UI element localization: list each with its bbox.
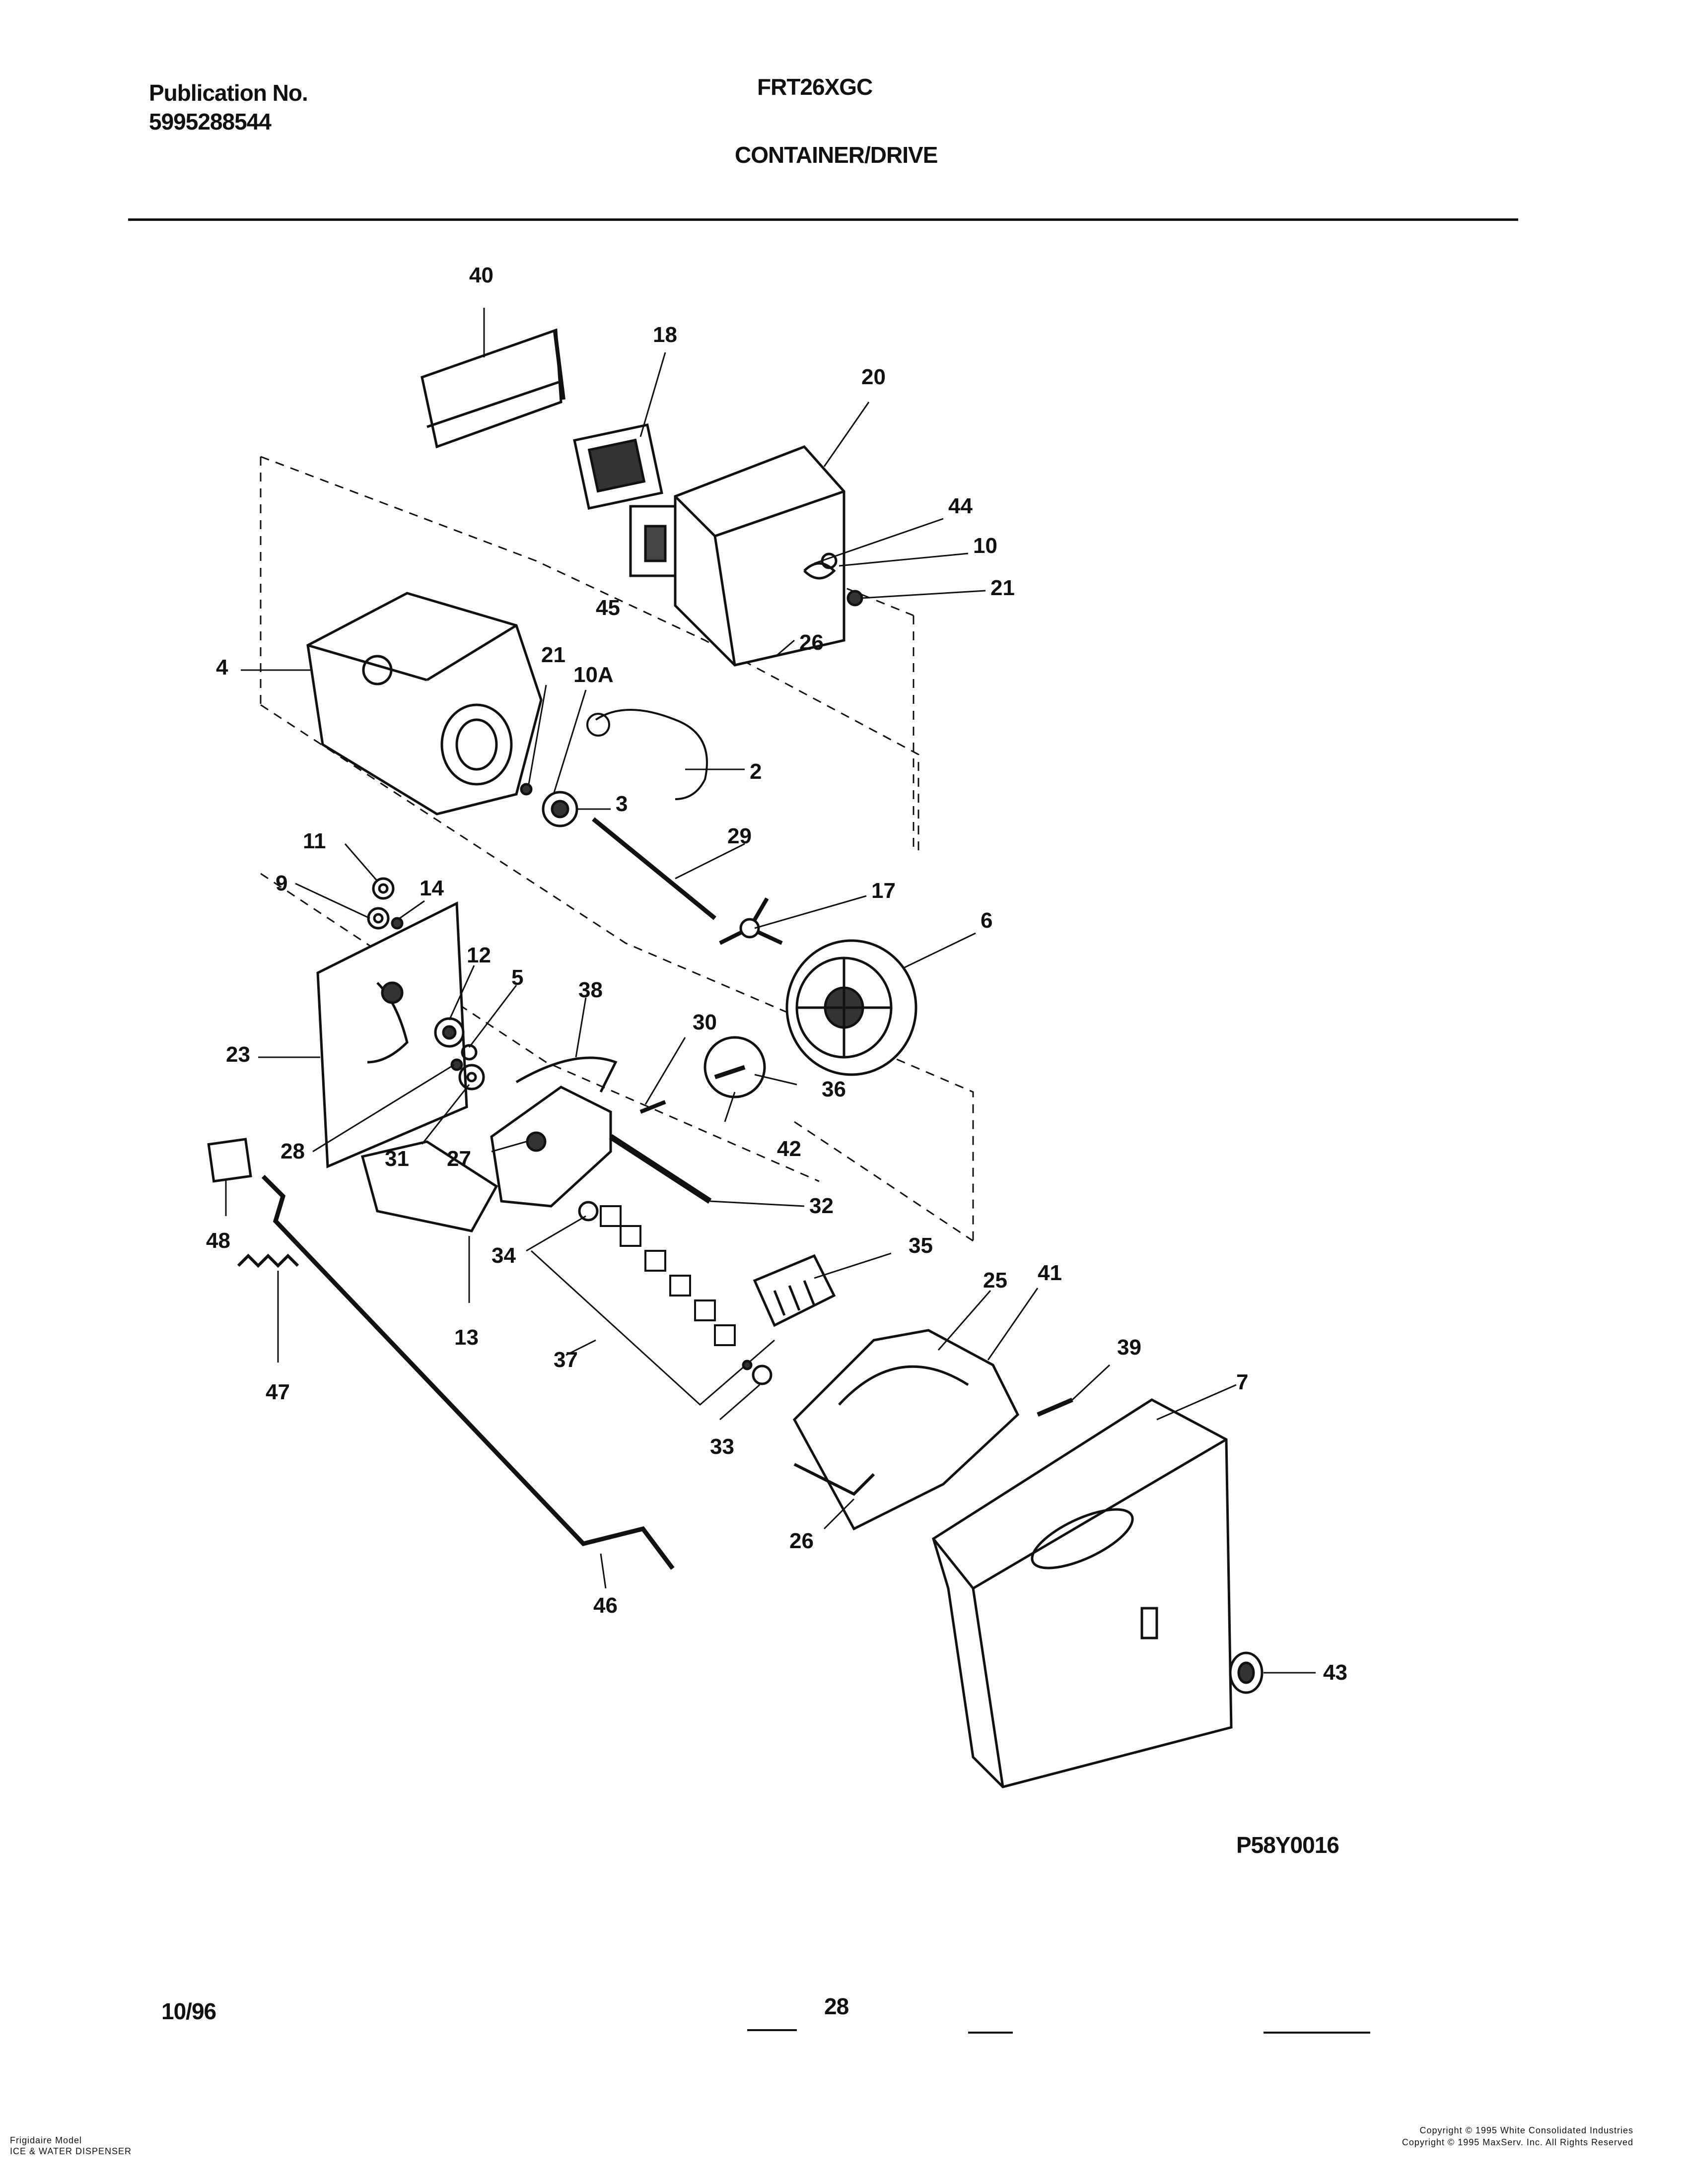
part-11-washer (372, 877, 395, 900)
callout-48: 48 (206, 1228, 230, 1253)
callout-30: 30 (693, 1010, 717, 1034)
part-43-knob (1229, 1651, 1264, 1694)
callout-42: 42 (777, 1137, 801, 1161)
callout-23: 23 (226, 1042, 250, 1067)
callout-43: 43 (1323, 1660, 1347, 1685)
model-number: FRT26XGC (757, 74, 873, 100)
callout-39: 39 (1117, 1335, 1141, 1360)
part-17-agitator (719, 897, 783, 945)
callout-47: 47 (266, 1380, 290, 1404)
header-rule (128, 218, 1518, 221)
callout-25: 25 (983, 1268, 1007, 1293)
callout-leader-lines (225, 308, 1316, 1674)
callout-46: 46 (593, 1593, 618, 1618)
callout-6: 6 (981, 908, 993, 933)
footer-copyright-line1: Copyright © 1995 White Consolidated Indu… (1419, 2125, 1633, 2135)
part-32-shaft (609, 1134, 712, 1204)
callout-35: 35 (909, 1233, 933, 1258)
part-33-bushing (742, 1360, 773, 1385)
part-35-blade (753, 1254, 836, 1327)
callout-31: 31 (385, 1147, 409, 1171)
callout-18: 18 (653, 323, 677, 347)
callout-17: 17 (871, 879, 896, 903)
part-48-plate (207, 1138, 252, 1183)
footer-page-number: 28 (824, 1993, 849, 2019)
part-10A-clip (586, 713, 610, 737)
callout-40: 40 (469, 263, 493, 287)
callout-11: 11 (303, 829, 326, 853)
footer-copyright-line2: Copyright © 1995 MaxServ. Inc. All Right… (1402, 2137, 1633, 2147)
part-9-washer (367, 907, 390, 930)
part-31-washer (458, 1064, 485, 1091)
part-39-screw (1037, 1397, 1073, 1417)
publication-number: 5995288544 (149, 109, 272, 135)
callout-13: 13 (454, 1325, 479, 1350)
part-12-gear (434, 1017, 465, 1048)
part-2-wire (595, 709, 708, 800)
publication-label: Publication No. (149, 80, 308, 106)
callout-41: 41 (1038, 1261, 1062, 1285)
callout-4: 4 (216, 655, 228, 680)
callout-5: 5 (511, 965, 524, 990)
part-4-container (306, 592, 543, 816)
part-26-clip (793, 1463, 875, 1496)
part-21-nut-upper (846, 590, 863, 607)
callout-14: 14 (420, 876, 444, 900)
part-28-pin (450, 1058, 463, 1071)
part-34-washer (578, 1201, 599, 1222)
callout-9: 9 (276, 871, 288, 895)
part-27-housing (490, 1086, 612, 1208)
footer-brand-line1: Frigidaire Model (10, 2135, 82, 2145)
part-29-shaft (592, 817, 716, 920)
part-47-spring (237, 1253, 299, 1268)
part-18-solenoid (573, 423, 663, 510)
diagram-id: P58Y0016 (1236, 1832, 1339, 1858)
part-14-ring (391, 917, 404, 930)
callout-34: 34 (492, 1243, 516, 1268)
callout-37: 37 (554, 1348, 578, 1372)
callout-27: 27 (447, 1147, 471, 1171)
part-5-spacer (461, 1044, 478, 1061)
callout-3: 3 (616, 792, 628, 816)
callout-21-upper: 21 (990, 576, 1015, 600)
part-21-nut-lower (520, 783, 533, 796)
part-20-motor-bracket (674, 445, 845, 667)
part-45-switch (629, 505, 677, 577)
callout-26-upper: 26 (799, 630, 824, 655)
part-40-plate (421, 328, 565, 449)
callout-21-lower: 21 (541, 643, 565, 667)
callout-29: 29 (727, 824, 752, 848)
callout-10: 10 (973, 534, 997, 558)
part-46-rod (261, 1174, 675, 1570)
part-3-gear (542, 791, 578, 827)
part-30-screw (639, 1100, 666, 1114)
callout-28: 28 (281, 1139, 305, 1163)
callout-33: 33 (710, 1434, 734, 1459)
callout-32: 32 (809, 1194, 834, 1218)
callout-44: 44 (948, 494, 973, 518)
part-37-blades (530, 1205, 775, 1406)
part-38-spring (515, 1056, 618, 1093)
part-23-plate (316, 901, 468, 1168)
callout-38: 38 (578, 978, 603, 1002)
part-6-auger (785, 939, 917, 1076)
section-title: CONTAINER/DRIVE (735, 142, 938, 168)
callout-2: 2 (750, 759, 762, 784)
footer-rules (747, 2029, 1370, 2034)
callout-26-lower: 26 (789, 1529, 814, 1553)
callout-7: 7 (1236, 1370, 1249, 1394)
part-13-flapper (360, 1140, 498, 1232)
footer-brand-line2: ICE & WATER DISPENSER (10, 2146, 132, 2156)
callout-20: 20 (861, 365, 886, 389)
footer-date: 10/96 (161, 1998, 216, 2024)
callout-12: 12 (467, 943, 491, 967)
part-7-cover (932, 1398, 1233, 1788)
part-36-cam (703, 1036, 766, 1098)
callout-10A: 10A (573, 663, 614, 687)
part-41-housing (792, 1329, 1020, 1531)
callout-45: 45 (596, 596, 620, 620)
callout-36: 36 (822, 1077, 846, 1101)
